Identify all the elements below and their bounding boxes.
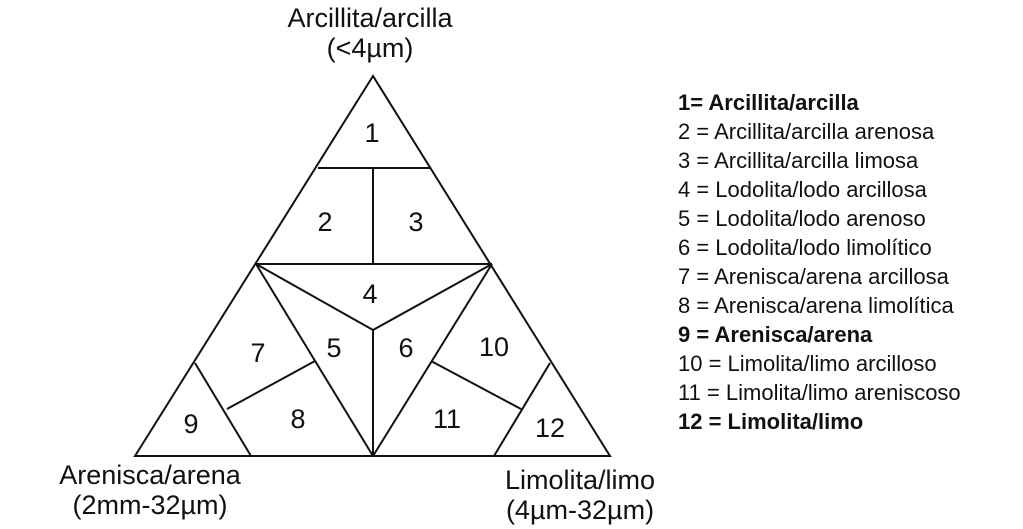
divider-zone10-11 — [430, 360, 522, 410]
zone-label: 12 — [535, 413, 565, 443]
vertex-label-right: Limolita/limo (4µm-32µm) — [450, 465, 710, 525]
zone-label: 2 — [317, 207, 332, 237]
vertex-label-top: Arcillita/arcilla (<4µm) — [220, 3, 520, 63]
zone-label: 9 — [183, 409, 198, 439]
divider-left-diagonal — [255, 263, 374, 331]
vertex-grain-size: (2mm-32µm) — [72, 490, 228, 520]
divider-left-inner — [255, 263, 374, 457]
legend-item: 5 = Lodolita/lodo arenoso — [678, 206, 926, 231]
zone-label: 4 — [362, 279, 377, 309]
legend-item: 7 = Arenisca/arena arcillosa — [678, 264, 949, 289]
legend-item: 9 = Arenisca/arena — [678, 322, 873, 347]
zone-label: 1 — [364, 118, 379, 148]
legend-item: 8 = Arenisca/arena limolítica — [678, 293, 954, 318]
vertex-label-left: Arenisca/arena (2mm-32µm) — [20, 460, 280, 520]
zone-label: 10 — [479, 332, 509, 362]
divider-zone7-8 — [226, 360, 316, 410]
legend-item: 10 = Limolita/limo arcilloso — [678, 351, 937, 376]
divider-right-diagonal — [372, 263, 493, 331]
divider-right-inner — [372, 263, 493, 457]
legend-item: 12 = Limolita/limo — [678, 409, 864, 434]
divider-zone12 — [493, 362, 551, 457]
legend-item: 3 = Arcillita/arcilla limosa — [678, 148, 919, 173]
zone-label: 11 — [433, 404, 461, 434]
legend: 1= Arcillita/arcilla 2 = Arcillita/arcil… — [678, 88, 961, 436]
legend-item: 6 = Lodolita/lodo limolítico — [678, 235, 932, 260]
vertex-name: Limolita/limo — [504, 465, 656, 495]
legend-item: 11 = Limolita/limo areniscoso — [678, 380, 961, 405]
zone-label: 5 — [326, 333, 341, 363]
legend-item: 1= Arcillita/arcilla — [678, 90, 859, 115]
legend-item: 4 = Lodolita/lodo arcillosa — [678, 177, 927, 202]
zone-label: 7 — [250, 338, 265, 368]
divider-zone9 — [194, 362, 252, 457]
zone-label: 3 — [408, 207, 423, 237]
vertex-name: Arenisca/arena — [59, 460, 241, 490]
legend-item: 2 = Arcillita/arcilla arenosa — [678, 119, 935, 144]
vertex-grain-size: (<4µm) — [326, 33, 414, 63]
vertex-grain-size: (4µm-32µm) — [505, 495, 655, 525]
vertex-name: Arcillita/arcilla — [287, 3, 453, 33]
zone-label: 6 — [398, 333, 413, 363]
zone-label: 8 — [290, 404, 305, 434]
